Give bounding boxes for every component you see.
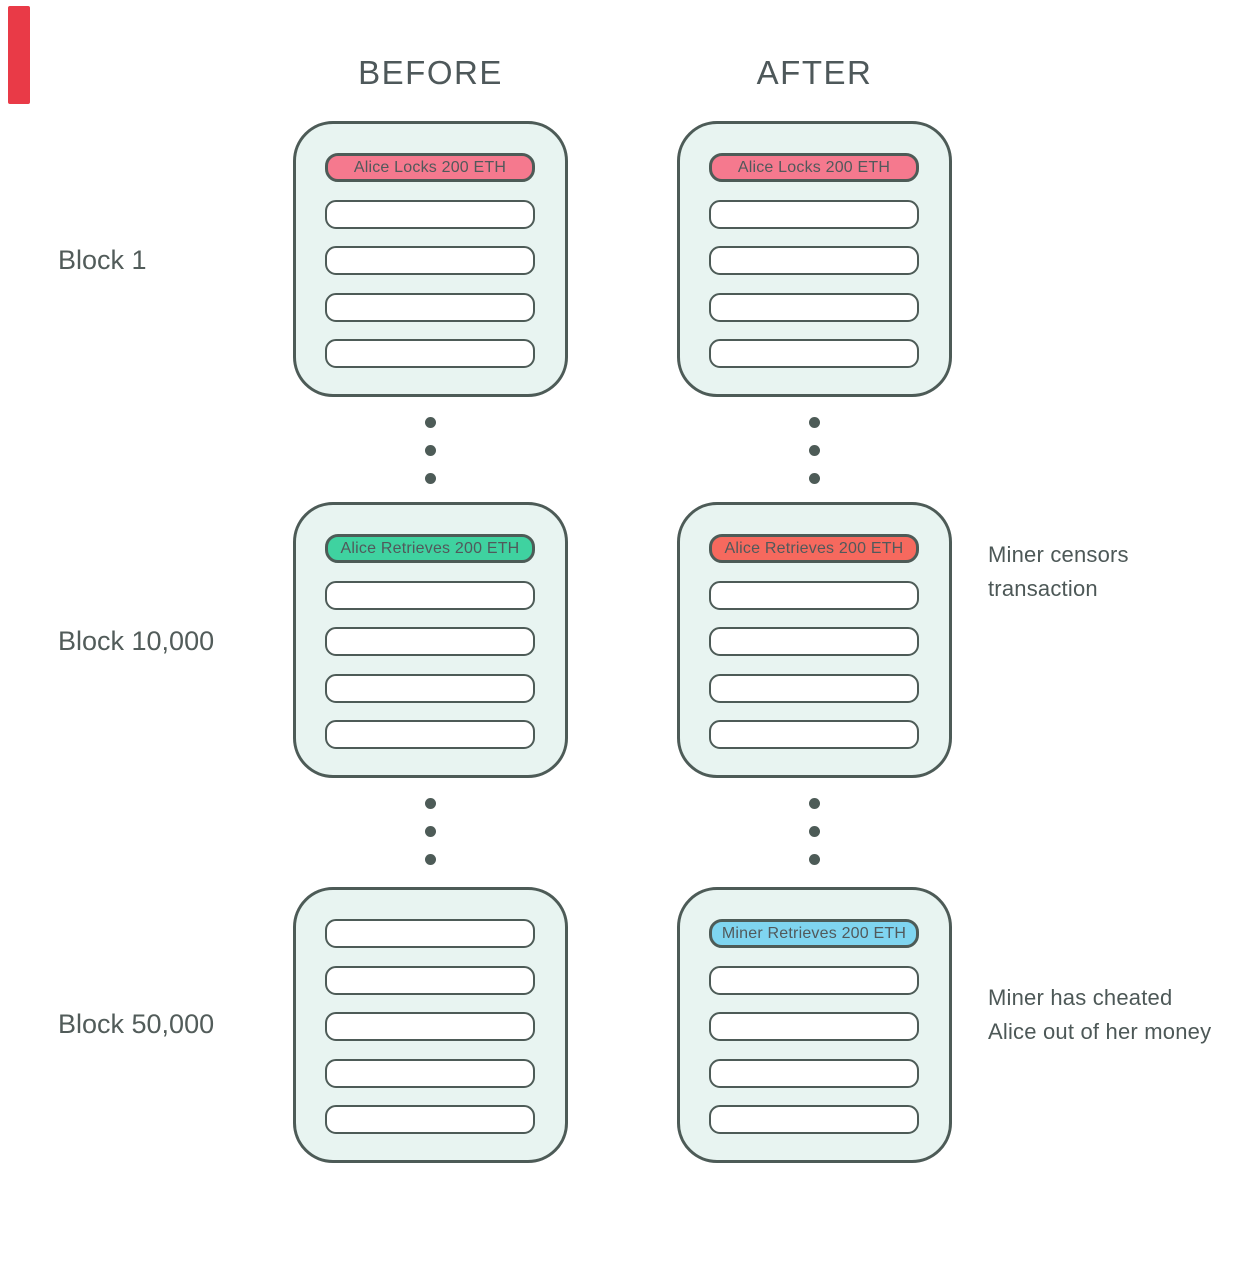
block-after-1: Alice Locks 200 ETH: [677, 121, 952, 397]
dot: [809, 417, 820, 428]
dot: [809, 826, 820, 837]
annotation-miner-censors: Miner censors transaction: [988, 538, 1129, 605]
dot: [425, 826, 436, 837]
empty-transaction-row: [325, 1012, 535, 1041]
empty-transaction-row: [709, 199, 919, 229]
empty-transaction-row: [709, 292, 919, 322]
empty-transaction-row: [709, 627, 919, 656]
block-before-1: Alice Locks 200 ETH: [293, 121, 568, 397]
dot: [425, 473, 436, 484]
empty-transaction-row: [325, 1058, 535, 1088]
block-before-10000: Alice Retrieves 200 ETH: [293, 502, 568, 778]
dot: [809, 445, 820, 456]
block-after-50000: Miner Retrieves 200 ETH: [677, 887, 952, 1163]
annotation-miner-cheated: Miner has cheated Alice out of her money: [988, 981, 1211, 1048]
ellipsis-dots: [425, 798, 436, 865]
transaction-badge: Alice Retrieves 200 ETH: [325, 534, 535, 563]
empty-transaction-row: [325, 965, 535, 995]
dot: [425, 445, 436, 456]
empty-transaction-row: [709, 720, 919, 749]
empty-transaction-row: [709, 246, 919, 275]
dot: [809, 854, 820, 865]
transaction-badge: Alice Locks 200 ETH: [709, 153, 919, 182]
ellipsis-dots: [809, 417, 820, 484]
empty-transaction-row: [325, 720, 535, 749]
row-label-block-50000: Block 50,000: [58, 1009, 215, 1039]
dot: [425, 798, 436, 809]
dot: [809, 473, 820, 484]
empty-transaction-row: [709, 965, 919, 995]
empty-transaction-row: [325, 292, 535, 322]
transaction-badge: Miner Retrieves 200 ETH: [709, 919, 919, 948]
empty-transaction-row: [709, 1058, 919, 1088]
empty-transaction-row: [709, 1105, 919, 1134]
ellipsis-dots: [809, 798, 820, 865]
empty-transaction-row: [325, 580, 535, 610]
annotation-line: Miner censors: [988, 542, 1129, 567]
dot: [425, 417, 436, 428]
annotation-line: Alice out of her money: [988, 1018, 1212, 1044]
transaction-badge: Alice Retrieves 200 ETH: [709, 534, 919, 563]
empty-transaction-row: [709, 673, 919, 703]
row-label-block-1: Block 1: [58, 245, 147, 275]
row-label-block-10000: Block 10,000: [58, 626, 215, 656]
dot: [425, 854, 436, 865]
column-header-after: AFTER: [756, 54, 873, 91]
empty-transaction-row: [325, 339, 535, 368]
dot: [809, 798, 820, 809]
transaction-badge: Alice Locks 200 ETH: [325, 153, 535, 182]
empty-transaction-row: [709, 1012, 919, 1041]
empty-transaction-row: [325, 246, 535, 275]
annotation-line: transaction: [988, 575, 1098, 601]
empty-transaction-row: [325, 1105, 535, 1134]
empty-transaction-row: [325, 919, 535, 948]
empty-transaction-row: [709, 580, 919, 610]
column-header-before: BEFORE: [358, 54, 503, 91]
empty-transaction-row: [325, 673, 535, 703]
red-annotation-marker: [8, 6, 30, 104]
block-after-10000: Alice Retrieves 200 ETH: [677, 502, 952, 778]
empty-transaction-row: [325, 199, 535, 229]
annotation-line: Miner has cheated: [988, 985, 1173, 1010]
block-before-50000: [293, 887, 568, 1163]
empty-transaction-row: [709, 339, 919, 368]
ellipsis-dots: [425, 417, 436, 484]
empty-transaction-row: [325, 627, 535, 656]
